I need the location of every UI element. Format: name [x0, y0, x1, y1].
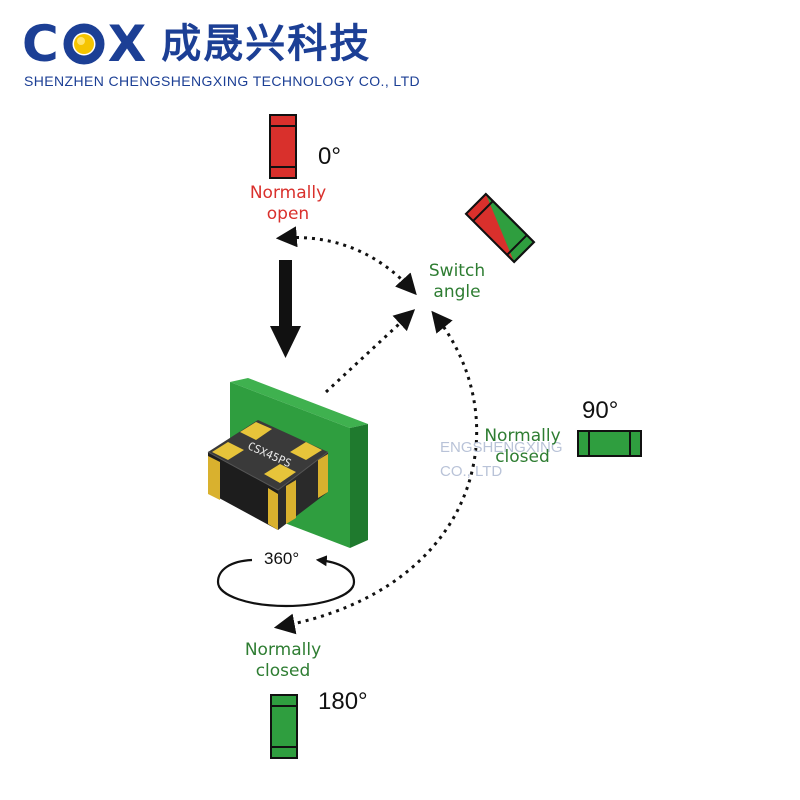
angle-180-label: 180° — [318, 688, 368, 715]
normally-closed-90-line-1: Normally — [484, 426, 561, 446]
component-90deg-icon — [577, 430, 642, 457]
header: C X 成晟兴科技 SHENZHEN CHENGSHENGXING TECHNO… — [0, 0, 800, 100]
watermark-line-2: CO., LTD — [440, 463, 503, 480]
dotted-line-from-chip — [324, 309, 416, 394]
normally-closed-90-line-2: closed — [495, 447, 550, 467]
normally-open-label: Normally open — [228, 183, 348, 225]
csx-logo: C X 成晟兴科技 — [22, 12, 371, 76]
angle-90-label: 90° — [582, 397, 619, 424]
angle-0-label: 0° — [318, 143, 341, 170]
company-name: SHENZHEN CHENGSHENGXING TECHNOLOGY CO., … — [24, 73, 421, 89]
component-0deg-icon — [269, 114, 297, 179]
switch-angle-label: Switch angle — [402, 261, 512, 303]
switch-angle-line-2: angle — [433, 282, 481, 302]
rotation-ellipse-icon — [216, 555, 356, 608]
rotation-360-label: 360° — [262, 549, 302, 569]
watermark-text: ENGSHENGXING CO., LTD — [440, 436, 563, 484]
logo-o-icon — [62, 22, 106, 66]
normally-closed-180-label: Normally closed — [223, 640, 343, 682]
normally-open-line-2: open — [266, 204, 310, 224]
logo-letter-c: C — [22, 15, 60, 73]
switch-angle-line-1: Switch — [428, 261, 486, 281]
normally-closed-180-line-1: Normally — [244, 640, 322, 660]
down-arrow-icon — [270, 260, 301, 358]
logo-letter-x: X — [107, 15, 148, 73]
dotted-arc-top — [275, 226, 417, 296]
component-180deg-icon — [270, 694, 298, 759]
watermark-line-1: ENGSHENGXING — [440, 439, 563, 456]
normally-open-line-1: Normally — [249, 183, 327, 203]
dotted-arc-big — [273, 310, 478, 635]
logo-chinese-name: 成晟兴科技 — [161, 21, 372, 67]
tilt-switch-chip — [207, 420, 329, 530]
normally-closed-90-label: Normally closed — [465, 426, 580, 468]
normally-closed-180-line-2: closed — [255, 661, 311, 681]
logo-wordmark: C X — [22, 19, 147, 69]
component-tilted-icon — [464, 192, 536, 264]
